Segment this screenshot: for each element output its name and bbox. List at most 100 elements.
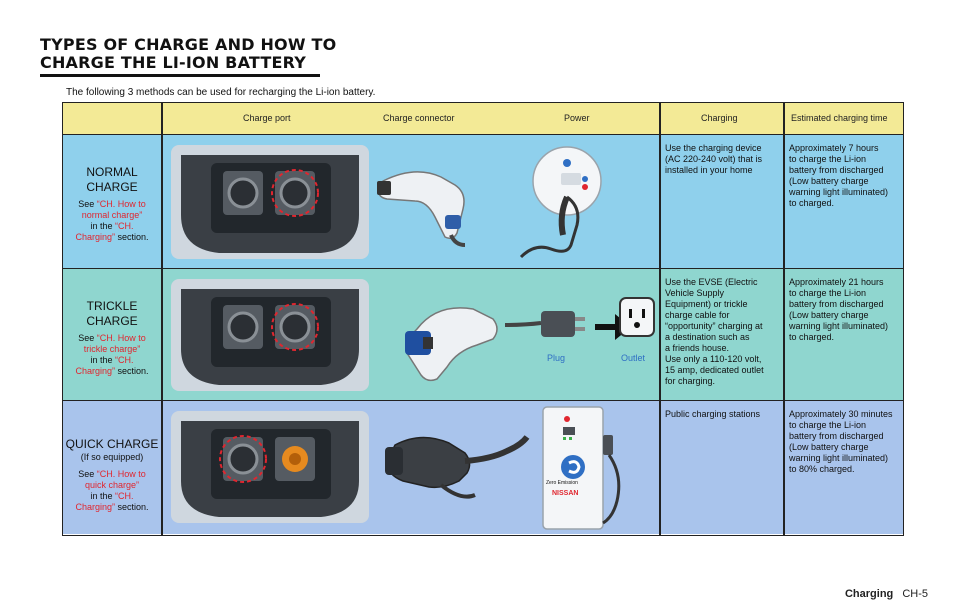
trickle-charging-text: Use the EVSE (Electric Vehicle Supply Eq… xyxy=(665,277,764,387)
page-footer: Charging CH-5 xyxy=(845,588,928,600)
trickle-charging-line: charge cable for xyxy=(665,310,730,320)
trickle-charging-line: a friends house. xyxy=(665,343,730,353)
normal-time-text: Approximately 7 hours to charge the Li-i… xyxy=(789,143,888,209)
normal-time-line: battery from discharged xyxy=(789,165,884,175)
quick-time-line: warning light illuminated) xyxy=(789,453,889,463)
trickle-charge-label: TRICKLE CHARGE See “CH. How to trickle c… xyxy=(63,299,161,377)
station-tagline: Zero Emission xyxy=(546,480,578,486)
trickle-ref-3: “CH. xyxy=(115,355,134,365)
outlet-icon xyxy=(619,297,655,337)
trickle-title-1: TRICKLE xyxy=(86,299,138,313)
footer-section: Charging xyxy=(844,588,894,600)
quick-ref-2: quick charge” xyxy=(84,480,140,490)
header-charge-connector: Charge connector xyxy=(383,113,455,123)
quick-time-line: battery from discharged xyxy=(789,431,884,441)
normal-ref-1: “CH. How to xyxy=(96,199,146,209)
trickle-see: See xyxy=(78,333,95,343)
quick-time-line: Approximately 30 minutes xyxy=(789,409,893,419)
normal-charging-text: Use the charging device (AC 220-240 volt… xyxy=(665,143,762,176)
outlet-label: Outlet xyxy=(621,353,646,363)
trickle-time-line: battery from discharged xyxy=(789,299,884,309)
trickle-charging-line: Equipment) or trickle xyxy=(665,299,748,309)
trickle-charging-line: a destination such as xyxy=(665,332,750,342)
trickle-charging-line: 15 amp, dedicated outlet xyxy=(665,365,764,375)
header-charge-port: Charge port xyxy=(243,113,291,123)
charge-connector-image-quick xyxy=(385,435,530,499)
normal-ref-4: Charging” xyxy=(75,232,115,242)
normal-time-line: to charge the Li-ion xyxy=(789,154,867,164)
quick-time-line: (Low battery charge xyxy=(789,442,869,452)
trickle-charging-line: Use the EVSE (Electric xyxy=(665,277,758,287)
quick-see: See xyxy=(78,469,95,479)
normal-title-1: NORMAL xyxy=(86,165,138,179)
plug-label: Plug xyxy=(547,353,566,363)
trickle-charging-line: Vehicle Supply xyxy=(665,288,725,298)
trickle-time-line: Approximately 21 hours xyxy=(789,277,884,287)
quick-charging-text: Public charging stations xyxy=(665,409,760,420)
charge-port-image-quick xyxy=(171,411,369,523)
normal-time-line: to charged. xyxy=(789,198,835,208)
trickle-time-line: to charged. xyxy=(789,332,835,342)
trickle-charging-line: for charging. xyxy=(665,376,716,386)
trickle-time-line: warning light illuminated) xyxy=(789,321,889,331)
header-power: Power xyxy=(564,113,590,123)
normal-see: See xyxy=(78,199,95,209)
quick-charging-line: Public charging stations xyxy=(665,409,761,419)
normal-charge-label: NORMAL CHARGE See “CH. How to normal cha… xyxy=(63,165,161,243)
title-line-2: CHARGE THE LI-ION BATTERY xyxy=(40,53,307,72)
trickle-in: in the xyxy=(90,355,113,365)
trickle-time-line: (Low battery charge xyxy=(789,310,869,320)
row-normal-charge: NORMAL CHARGE See “CH. How to normal cha… xyxy=(63,135,903,269)
header-estimated-time: Estimated charging time xyxy=(791,113,888,123)
quick-time-line: to 80% charged. xyxy=(789,464,855,474)
divider-charging xyxy=(659,103,661,535)
normal-section: section. xyxy=(117,232,149,242)
trickle-ref-4: Charging” xyxy=(75,366,115,376)
quick-ref-1: “CH. How to xyxy=(96,469,146,479)
normal-in: in the xyxy=(90,221,113,231)
quick-charger-station-image xyxy=(542,406,621,530)
normal-time-line: (Low battery charge xyxy=(789,176,869,186)
trickle-ref-1: “CH. How to xyxy=(96,333,146,343)
quick-charge-label: QUICK CHARGE (If so equipped) See “CH. H… xyxy=(63,437,161,513)
row-quick-charge: QUICK CHARGE (If so equipped) See “CH. H… xyxy=(63,401,903,534)
normal-charging-line: (AC 220-240 volt) that is xyxy=(665,154,763,164)
trickle-charging-line: “opportunity” charging at xyxy=(665,321,763,331)
station-brand: NISSAN xyxy=(552,490,579,497)
table-header: Charge port Charge connector Power Charg… xyxy=(63,103,903,135)
charge-types-table: Charge port Charge connector Power Charg… xyxy=(62,102,904,536)
normal-ref-3: “CH. xyxy=(115,221,134,231)
normal-title-2: CHARGE xyxy=(86,180,138,194)
quick-section: section. xyxy=(117,502,149,512)
row-trickle-charge: TRICKLE CHARGE See “CH. How to trickle c… xyxy=(63,269,903,401)
trickle-time-text: Approximately 21 hours to charge the Li-… xyxy=(789,277,888,343)
quick-title: QUICK CHARGE xyxy=(65,437,159,451)
quick-ref-4: Charging” xyxy=(75,502,115,512)
page-title: TYPES OF CHARGE AND HOW TO CHARGE THE LI… xyxy=(40,36,336,72)
trickle-charging-line: Use only a 110-120 volt, xyxy=(665,354,762,364)
divider-time xyxy=(783,103,785,535)
footer-page-number: CH-5 xyxy=(902,588,928,600)
normal-ref-2: normal charge” xyxy=(81,210,143,220)
header-charging: Charging xyxy=(701,113,738,123)
quick-time-line: to charge the Li-ion xyxy=(789,420,867,430)
home-charger-image xyxy=(519,146,602,259)
charge-connector-image-trickle xyxy=(405,307,498,382)
trickle-time-line: to charge the Li-ion xyxy=(789,288,867,298)
charge-port-image-trickle xyxy=(171,279,369,391)
normal-charging-line: Use the charging device xyxy=(665,143,762,153)
charge-connector-image-normal xyxy=(377,171,466,247)
trickle-title-2: CHARGE xyxy=(86,314,138,328)
normal-time-line: warning light illuminated) xyxy=(789,187,889,197)
normal-time-line: Approximately 7 hours xyxy=(789,143,879,153)
quick-time-text: Approximately 30 minutes to charge the L… xyxy=(789,409,893,475)
intro-text: The following 3 methods can be used for … xyxy=(66,87,376,98)
title-line-1: TYPES OF CHARGE AND HOW TO xyxy=(40,35,337,54)
charge-port-image-normal xyxy=(171,145,369,259)
quick-in: in the xyxy=(90,491,113,501)
title-underline xyxy=(40,74,320,77)
quick-ref-3: “CH. xyxy=(115,491,134,501)
divider-label xyxy=(161,103,163,535)
quick-subtitle: (If so equipped) xyxy=(80,452,144,462)
trickle-section: section. xyxy=(117,366,149,376)
